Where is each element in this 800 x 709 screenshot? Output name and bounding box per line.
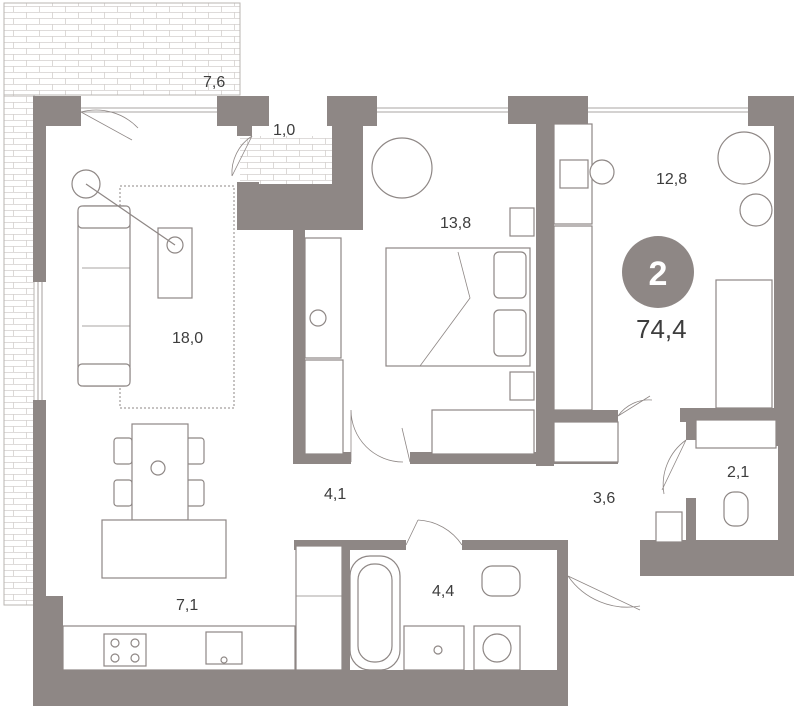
corridor-area-label: 3,6	[593, 490, 615, 507]
walls	[33, 96, 794, 706]
balcony-area-label: 7,6	[203, 74, 225, 91]
windows	[37, 107, 748, 400]
living-area-label: 18,0	[172, 330, 203, 347]
rooms-count-badge: 2	[649, 255, 668, 293]
kids-furniture	[553, 123, 773, 463]
doors	[80, 109, 687, 611]
bath-area-label: 4,4	[432, 583, 454, 600]
kids-area-label: 12,8	[656, 171, 687, 188]
kitchen-counter	[62, 545, 343, 671]
kitchen-area-label: 7,1	[176, 597, 198, 614]
total-area-label: 74,4	[636, 314, 687, 344]
balcony-small-area-label: 1,0	[273, 122, 295, 139]
dining-set	[101, 423, 227, 579]
balcony	[3, 2, 332, 606]
bedroom-area-label: 13,8	[440, 215, 471, 232]
living-furniture	[71, 169, 235, 409]
hall-area-label: 4,1	[324, 486, 346, 503]
wc-area-label: 2,1	[727, 464, 749, 481]
bath-fixtures	[349, 419, 777, 671]
bedroom-furniture	[304, 137, 535, 455]
